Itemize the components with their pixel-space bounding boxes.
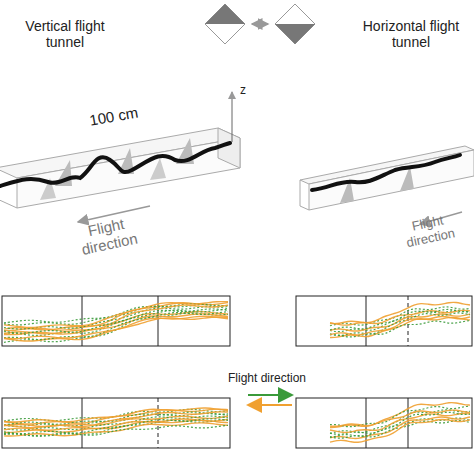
trajectory-line bbox=[4, 316, 228, 338]
direction-label: Flight direction bbox=[392, 209, 467, 253]
panels bbox=[2, 296, 472, 448]
trajectory-line bbox=[330, 309, 470, 329]
horizontal-tunnel bbox=[300, 146, 474, 210]
dimension: 100 cm bbox=[88, 103, 139, 129]
trajectory-line bbox=[4, 419, 228, 434]
panel-title: Vertical flight tunnel bbox=[6, 18, 124, 50]
trajectories bbox=[4, 302, 470, 443]
trajectory-line bbox=[4, 309, 228, 335]
trajectory-line bbox=[4, 408, 228, 422]
trajectory-line bbox=[4, 304, 228, 323]
trajectory bbox=[0, 143, 230, 186]
direction-label: Flight direction bbox=[70, 211, 146, 259]
trajectory-line bbox=[4, 419, 228, 430]
trajectory-line bbox=[330, 419, 470, 442]
trajectory-line bbox=[330, 302, 470, 323]
flight-arrow bbox=[248, 394, 292, 396]
vertical-tunnel bbox=[0, 92, 240, 208]
trajectory bbox=[312, 155, 460, 190]
flight-arrow bbox=[248, 404, 292, 406]
trajectory-line bbox=[4, 307, 228, 329]
direction-label: Flight direction bbox=[228, 372, 306, 386]
trajectory-line bbox=[4, 302, 228, 328]
trajectory-line bbox=[330, 317, 470, 335]
trajectory-line bbox=[330, 313, 470, 335]
trajectory-line bbox=[330, 412, 470, 437]
axis-label: z bbox=[240, 84, 246, 98]
panel-title: Horizontal flight tunnel bbox=[352, 18, 470, 50]
pattern-icon bbox=[205, 4, 315, 44]
